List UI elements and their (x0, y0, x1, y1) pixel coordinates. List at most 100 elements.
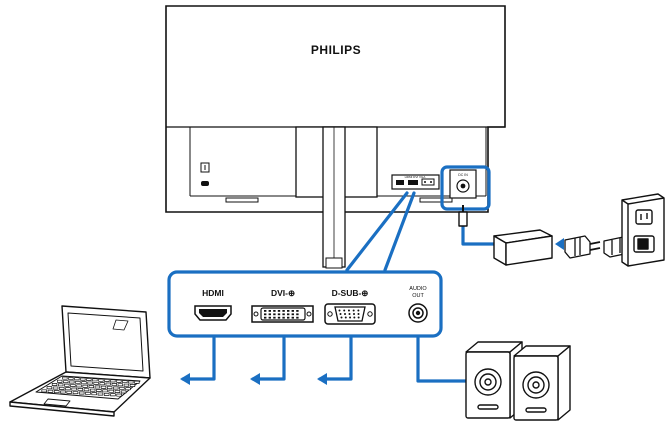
laptop-key (70, 384, 76, 388)
laptop-key (46, 386, 53, 390)
port-panel: HDMI DVI-⊕ D-SUB-⊕ AUDIO OUT (194, 286, 428, 325)
laptop-key (128, 380, 134, 384)
laptop-icon (9, 305, 151, 417)
laptop-key (52, 386, 59, 390)
laptop-touchpad (43, 398, 71, 407)
laptop-screen-inner (67, 312, 144, 372)
dsub-pin (352, 309, 355, 312)
dvi-pin (296, 316, 299, 319)
laptop-key (108, 389, 114, 393)
dvi-pin (282, 310, 285, 312)
port-callout-left-edge (345, 191, 409, 272)
dvi-pin (273, 316, 276, 319)
dvi-pin (277, 310, 281, 312)
speaker-left (465, 341, 523, 419)
laptop-key (78, 391, 85, 395)
dsub-pin (340, 316, 343, 319)
laptop-key (57, 383, 64, 387)
dsub-pin (357, 309, 360, 312)
laptop-key (81, 381, 87, 385)
hdmi-label: HDMI (202, 288, 224, 298)
dvi-pin (291, 310, 294, 312)
dvi-label: DVI-⊕ (271, 288, 295, 298)
dvi-pin (287, 310, 290, 312)
dvi-pin (296, 313, 299, 316)
laptop-key (99, 382, 105, 386)
arrow-left-icon (555, 238, 564, 250)
laptop-key (41, 389, 47, 393)
dvi-pin (264, 313, 267, 316)
dvi-pin (268, 313, 271, 316)
dsub-label: D-SUB-⊕ (332, 288, 369, 298)
audio-label-line1: AUDIO (409, 286, 427, 292)
laptop-key (103, 392, 110, 396)
dvi-pin (282, 313, 285, 316)
laptop-key (86, 378, 92, 381)
laptop-key (89, 388, 96, 392)
dsub-pin (349, 316, 352, 319)
dvi-pin (291, 316, 294, 319)
dvi-pin (264, 310, 267, 312)
laptop-key (65, 387, 71, 391)
laptop-key (111, 383, 117, 386)
laptop-key (71, 387, 77, 391)
laptop-key (57, 379, 63, 383)
dvi-port-icon (251, 305, 314, 323)
laptop-key (87, 381, 93, 385)
arrow-heads (180, 238, 564, 385)
laptop-key (122, 380, 128, 384)
dsub-pin (343, 309, 346, 312)
stand-base-stub (325, 257, 343, 269)
dsub-pin (344, 316, 347, 319)
laptop-key (66, 390, 72, 394)
dsub-pin (348, 313, 351, 315)
laptop-key (60, 390, 66, 394)
dvi-pin (287, 316, 290, 319)
dvi-pin (287, 313, 290, 316)
dvi-pin (268, 310, 271, 312)
wall-outlet-icon (621, 193, 665, 267)
laptop-key (76, 384, 82, 388)
dvi-pin (273, 310, 276, 312)
laptop-key (85, 391, 91, 395)
arrow-left-icon (250, 373, 260, 385)
laptop-key (92, 378, 98, 382)
dc-in-jack: DC IN (449, 169, 477, 199)
dsub-pin (357, 313, 360, 315)
dc-plug (458, 211, 468, 227)
power-adapter-icon (458, 205, 553, 266)
laptop-key (116, 379, 122, 383)
dvi-pin (296, 310, 299, 312)
laptop-key (63, 380, 69, 384)
dsub-pin (344, 313, 346, 315)
laptop-key (72, 391, 79, 395)
laptop-key (88, 385, 95, 389)
dsub-pin (353, 313, 355, 315)
monitor-brand-label: PHILIPS (311, 43, 361, 57)
laptop-keys (41, 376, 140, 397)
kensington-lock-icon (200, 162, 210, 186)
port-panel-outline (167, 270, 443, 338)
port-callout-right-edge (383, 191, 416, 272)
arrow-left-icon (180, 373, 190, 385)
laptop-key (51, 383, 58, 386)
speakers-icon (465, 341, 571, 421)
laptop-key (110, 393, 116, 397)
cable-highlights (167, 165, 496, 383)
dsub-pin (339, 313, 342, 315)
laptop-key (110, 379, 116, 383)
laptop-key (106, 386, 113, 390)
laptop-key (96, 389, 102, 392)
laptop-key (120, 390, 127, 394)
speaker-right (513, 345, 571, 421)
laptop-key (125, 387, 131, 391)
dvi-pin (264, 316, 267, 319)
laptop-key (134, 380, 140, 384)
hdmi-port-icon (194, 305, 232, 321)
laptop-key (91, 392, 97, 396)
monitor-icon: PHILIPS HDMI DVI VGA DC IN (165, 5, 506, 269)
dc-cable-to-adapter (461, 223, 496, 246)
dc-jack-caption: DC IN (458, 173, 468, 177)
audio-label-line2: OUT (412, 293, 424, 299)
